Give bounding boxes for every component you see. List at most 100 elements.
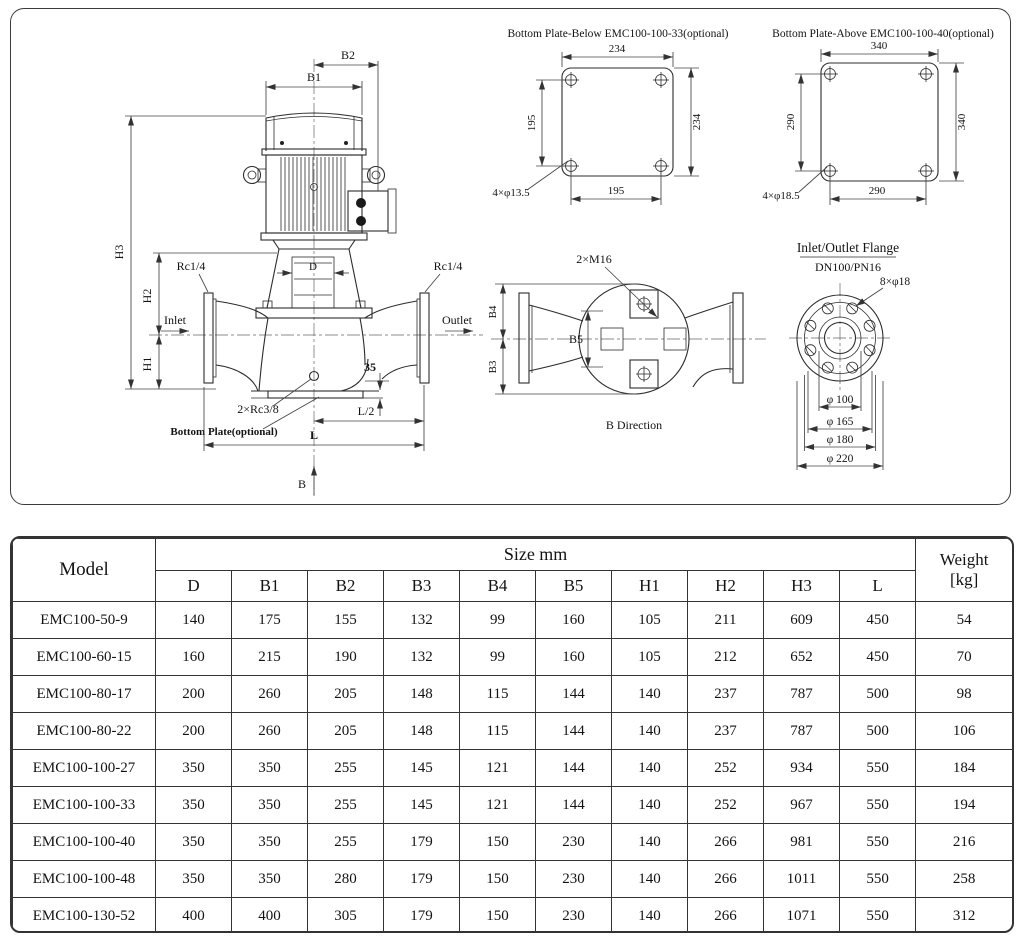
size-cell: 144 [535,786,612,824]
size-cell: 140 [611,675,688,713]
plate-above-holes-label: 4×φ18.5 [762,190,800,202]
size-cell: 252 [687,786,764,824]
size-cell: 145 [383,786,460,824]
dim-label-b5: B5 [569,332,583,346]
dim-label-l2: L/2 [358,404,375,418]
dim-label-b4: B4 [487,305,499,318]
size-cell: 266 [687,860,764,898]
label-bottom-plate: Bottom Plate(optional) [170,426,278,438]
size-cell: 255 [307,786,384,824]
label-drain: 2×Rc3/8 [237,402,278,416]
col-header-d: D [155,570,232,602]
plate-below-dim-top: 234 [609,43,626,55]
col-header-b2: B2 [307,570,384,602]
size-cell: 140 [611,786,688,824]
size-cell: 1071 [763,897,840,931]
dim-label-d180: φ 180 [827,434,854,446]
col-header-b4: B4 [459,570,536,602]
weight-cell: 194 [915,786,1012,824]
size-cell: 981 [763,823,840,861]
weight-header: Weight [kg] [915,538,1012,602]
size-cell: 500 [838,712,917,750]
size-cell: 550 [838,860,917,898]
size-cell: 144 [535,749,612,787]
dim-label-b3: B3 [487,360,499,373]
size-cell: 200 [155,712,232,750]
bottom-plate-above-view: Bottom Plate-Above EMC100-100-40(optiona… [762,28,994,205]
weight-header-line2: [kg] [949,570,979,589]
size-cell: 140 [155,601,232,639]
size-cell: 212 [687,638,764,676]
size-cell: 105 [611,638,688,676]
size-cell: 140 [611,897,688,931]
size-cell: 160 [535,638,612,676]
b-direction-caption: B Direction [606,418,662,432]
size-cell: 450 [838,601,917,639]
size-cell: 121 [459,749,536,787]
size-cell: 350 [155,786,232,824]
bdir-left-flange [518,292,530,384]
weight-cell: 98 [915,675,1012,713]
bottom-plate [267,390,364,399]
weight-cell: 312 [915,897,1012,931]
size-cell: 150 [459,897,536,931]
size-cell: 260 [231,712,308,750]
model-cell: EMC100-60-15 [12,638,156,676]
b-direction-view: 2×M16 B4 B3 B5 B Direction [487,252,766,432]
size-cell: 350 [231,786,308,824]
bdir-right-flange [732,292,744,384]
model-cell: EMC100-50-9 [12,601,156,639]
weight-cell: 258 [915,860,1012,898]
drawing-panel: D B2 [10,8,1011,505]
size-cell: 179 [383,823,460,861]
size-cell: 350 [155,749,232,787]
size-cell: 400 [231,897,308,931]
size-cell: 967 [763,786,840,824]
plate-above-outline [820,62,939,182]
size-cell: 105 [611,601,688,639]
size-cell: 400 [155,897,232,931]
size-cell: 237 [687,675,764,713]
pump-side-view: D B2 [112,48,483,499]
size-cell: 550 [838,897,917,931]
size-cell: 140 [611,860,688,898]
dim-label-h2: H2 [140,289,154,304]
model-cell: EMC100-100-33 [12,786,156,824]
weight-cell: 216 [915,823,1012,861]
size-cell: 140 [611,823,688,861]
size-cell: 132 [383,638,460,676]
size-cell: 99 [459,638,536,676]
motor-fins [280,157,346,231]
size-cell: 160 [155,638,232,676]
size-cell: 148 [383,675,460,713]
plate-below-dim-bottom: 195 [608,185,625,197]
label-b-arrow: B [298,477,306,491]
label-inlet: Inlet [164,313,187,327]
dim-label-d165: φ 165 [827,416,854,428]
size-cell: 500 [838,675,917,713]
size-cell: 350 [231,749,308,787]
inlet-flange [203,292,214,384]
size-cell: 609 [763,601,840,639]
size-cell: 280 [307,860,384,898]
size-mm-header: Size mm [154,538,917,571]
dim-label-d100: φ 100 [827,394,854,406]
size-cell: 179 [383,860,460,898]
label-rc14-left: Rc1/4 [177,259,206,273]
plate-above-dim-left: 290 [785,113,797,130]
size-cell: 144 [535,675,612,713]
size-cell: 205 [307,712,384,750]
plate-above-title: Bottom Plate-Above EMC100-100-40(optiona… [772,28,994,40]
col-header-b5: B5 [535,570,612,602]
col-header-h1: H1 [611,570,688,602]
weight-cell: 184 [915,749,1012,787]
dim-label-h1: H1 [140,357,154,372]
casing-flange [255,307,373,319]
